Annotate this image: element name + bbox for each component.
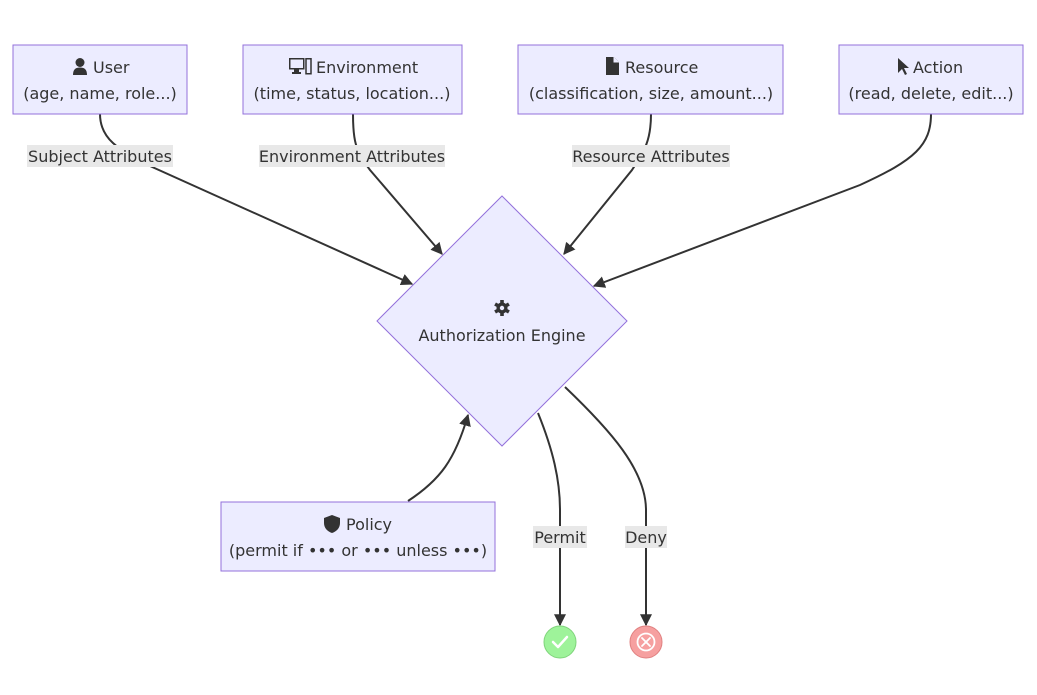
node-environment: Environment (time, status, location...) xyxy=(242,44,463,115)
outcome-permit-circle xyxy=(543,625,577,659)
svg-text:Deny: Deny xyxy=(625,528,667,547)
edge-policy-engine xyxy=(407,413,471,502)
desktop-icon xyxy=(289,58,312,75)
outcome-deny xyxy=(629,625,663,659)
node-action: Action (read, delete, edit...) xyxy=(838,44,1024,115)
edge-engine-deny xyxy=(564,386,652,627)
svg-text:Permit: Permit xyxy=(534,528,586,547)
pointer-icon xyxy=(898,58,909,75)
edge-label-permit: Permit xyxy=(533,526,587,548)
edge-action-engine xyxy=(592,113,932,288)
node-policy-subtitle: (permit if ••• or ••• unless •••) xyxy=(229,541,487,560)
user-icon xyxy=(73,58,87,75)
edge-environment-engine xyxy=(352,113,443,255)
outcome-permit xyxy=(543,625,577,659)
edge-user-engine xyxy=(99,113,414,286)
node-engine: Authorization Engine xyxy=(376,195,628,447)
file-icon xyxy=(606,57,619,75)
node-resource-title: Resource xyxy=(625,58,698,77)
gear-icon xyxy=(494,300,510,316)
node-user: User (age, name, role...) xyxy=(12,44,188,115)
node-user-subtitle: (age, name, role...) xyxy=(23,84,177,103)
node-action-subtitle: (read, delete, edit...) xyxy=(848,84,1013,103)
node-resource-subtitle: (classification, size, amount...) xyxy=(529,84,773,103)
edge-label-environment: Environment Attributes xyxy=(259,145,445,167)
node-environment-subtitle: (time, status, location...) xyxy=(254,84,451,103)
shield-icon xyxy=(324,515,340,533)
node-action-title: Action xyxy=(913,58,963,77)
edge-resource-engine xyxy=(563,113,652,255)
edge-engine-permit xyxy=(537,412,566,627)
edge-label-subject: Subject Attributes xyxy=(27,145,173,167)
node-engine-title: Authorization Engine xyxy=(418,326,585,345)
node-policy: Policy (permit if ••• or ••• unless •••) xyxy=(220,501,496,572)
svg-text:Environment Attributes: Environment Attributes xyxy=(259,147,445,166)
edge-label-resource: Resource Attributes xyxy=(572,145,730,167)
x-icon xyxy=(636,632,656,652)
node-user-title: User xyxy=(93,58,130,77)
node-environment-title: Environment xyxy=(316,58,418,77)
node-resource: Resource (classification, size, amount..… xyxy=(517,44,784,115)
svg-text:Resource Attributes: Resource Attributes xyxy=(572,147,729,166)
check-icon xyxy=(551,635,569,649)
edge-label-deny: Deny xyxy=(625,526,667,548)
svg-text:Subject Attributes: Subject Attributes xyxy=(28,147,172,166)
node-policy-title: Policy xyxy=(346,515,392,534)
